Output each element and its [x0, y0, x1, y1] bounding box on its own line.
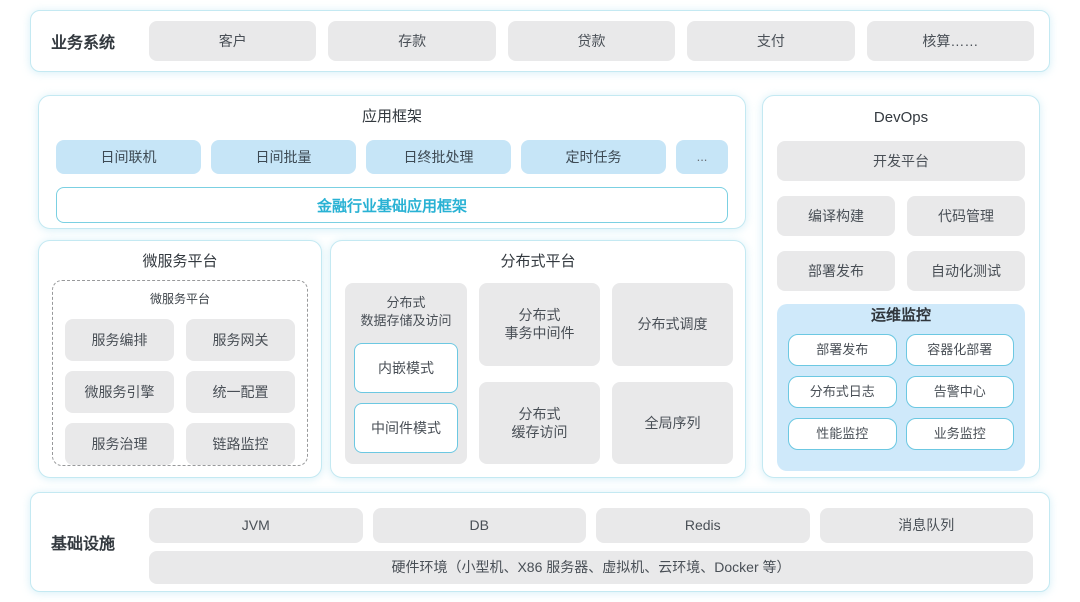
chip-service-orchestration: 服务编排: [65, 319, 174, 361]
finance-base-framework-bar: 金融行业基础应用框架: [56, 187, 728, 223]
chip-db: DB: [372, 508, 586, 543]
chip-performance-monitor: 性能监控: [788, 418, 897, 450]
chip-automated-testing: 自动化测试: [907, 251, 1025, 291]
chip-business-monitor: 业务监控: [905, 418, 1014, 450]
infrastructure-bar: 基础设施 JVM DB Redis 消息队列 硬件环境（小型机、X86 服务器、…: [30, 492, 1050, 592]
chip-cache-access: 分布式 缓存访问: [479, 381, 600, 464]
ops-monitor-panel: 运维监控 部署发布 容器化部署 分布式日志 告警中心 性能监控 业务监控: [777, 304, 1025, 471]
microservice-platform-panel: 微服务平台 微服务平台 服务编排 服务网关 微服务引擎 统一配置 服务治理 链路…: [38, 240, 322, 478]
infrastructure-row: JVM DB Redis 消息队列: [149, 508, 1033, 543]
hardware-environment-bar: 硬件环境（小型机、X86 服务器、虚拟机、云环境、Docker 等）: [149, 550, 1033, 584]
chip-distributed-log: 分布式日志: [788, 376, 897, 408]
distributed-col-right: 分布式调度 全局序列: [612, 283, 733, 464]
distributed-content: 分布式 数据存储及访问 内嵌模式 中间件模式 分布式 事务中间件 分布式 缓存访…: [345, 283, 733, 464]
chip-middleware-mode: 中间件模式: [354, 403, 458, 453]
chip-microservice-engine: 微服务引擎: [65, 371, 174, 413]
chip-deploy-release: 部署发布: [777, 251, 895, 291]
chip-message-queue: 消息队列: [819, 508, 1033, 543]
microservice-grid: 服务编排 服务网关 微服务引擎 统一配置 服务治理 链路监控: [65, 319, 295, 465]
distributed-platform-panel: 分布式平台 分布式 数据存储及访问 内嵌模式 中间件模式 分布式 事务中间件 分…: [330, 240, 746, 478]
chip-accounting: 核算……: [866, 21, 1035, 61]
chip-loan: 贷款: [507, 21, 676, 61]
chip-jvm: JVM: [149, 508, 363, 543]
chip-embedded-mode: 内嵌模式: [354, 343, 458, 393]
chip-eod-batch: 日终批处理: [366, 140, 511, 174]
ops-monitor-grid: 部署发布 容器化部署 分布式日志 告警中心 性能监控 业务监控: [788, 334, 1014, 450]
distributed-platform-title: 分布式平台: [500, 253, 576, 270]
devops-row-2: 部署发布 自动化测试: [777, 251, 1025, 291]
chip-ops-deploy-release: 部署发布: [788, 334, 897, 366]
microservice-platform-title: 微服务平台: [142, 253, 218, 270]
infrastructure-content: JVM DB Redis 消息队列 硬件环境（小型机、X86 服务器、虚拟机、云…: [149, 508, 1033, 584]
chip-dev-platform: 开发平台: [777, 141, 1025, 181]
chip-customer: 客户: [149, 21, 317, 61]
business-systems-row: 客户 存款 贷款 支付 核算……: [149, 21, 1035, 61]
microservice-inner-title: 微服务平台: [149, 292, 210, 306]
microservice-dashed-box: 微服务平台 服务编排 服务网关 微服务引擎 统一配置 服务治理 链路监控: [52, 280, 308, 466]
chip-container-deploy: 容器化部署: [905, 334, 1014, 366]
chip-alert-center: 告警中心: [905, 376, 1014, 408]
chip-scheduled-task: 定时任务: [521, 140, 666, 174]
chip-transaction-middleware: 分布式 事务中间件: [479, 283, 600, 366]
chip-compile-build: 编译构建: [777, 196, 895, 236]
distributed-col-middle: 分布式 事务中间件 分布式 缓存访问: [479, 283, 600, 464]
chip-payment: 支付: [687, 21, 855, 61]
chip-unified-config: 统一配置: [186, 371, 295, 413]
devops-panel: DevOps 开发平台 编译构建 代码管理 部署发布 自动化测试 运维监控 部署…: [762, 95, 1040, 478]
chip-deposit: 存款: [328, 21, 496, 61]
distributed-storage-box: 分布式 数据存储及访问 内嵌模式 中间件模式: [345, 283, 467, 464]
business-systems-bar: 业务系统 客户 存款 贷款 支付 核算……: [30, 10, 1050, 72]
app-framework-panel: 应用框架 日间联机 日间批量 日终批处理 定时任务 ... 金融行业基础应用框架: [38, 95, 746, 229]
chip-global-sequence: 全局序列: [612, 381, 733, 464]
chip-more-ellipsis: ...: [676, 140, 728, 174]
business-systems-label: 业务系统: [51, 35, 116, 52]
distributed-storage-title: 分布式 数据存储及访问: [360, 295, 452, 328]
ops-monitor-title: 运维监控: [870, 307, 931, 324]
app-framework-title: 应用框架: [361, 108, 422, 125]
app-framework-row: 日间联机 日间批量 日终批处理 定时任务 ...: [56, 140, 728, 174]
infrastructure-label: 基础设施: [51, 536, 116, 553]
chip-distributed-scheduler: 分布式调度: [612, 283, 733, 366]
chip-service-governance: 服务治理: [65, 423, 174, 465]
chip-service-gateway: 服务网关: [186, 319, 295, 361]
chip-day-batch: 日间批量: [211, 140, 356, 174]
chip-code-management: 代码管理: [907, 196, 1025, 236]
chip-trace-monitor: 链路监控: [186, 423, 295, 465]
chip-redis: Redis: [596, 508, 810, 543]
devops-title: DevOps: [873, 109, 929, 126]
chip-day-online: 日间联机: [56, 140, 201, 174]
devops-row-1: 编译构建 代码管理: [777, 196, 1025, 236]
